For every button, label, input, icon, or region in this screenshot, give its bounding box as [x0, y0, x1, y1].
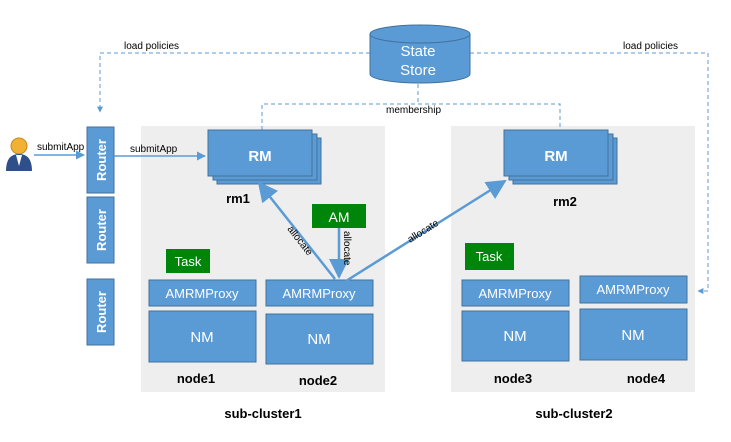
router-3[interactable]: Router	[86, 278, 115, 346]
rm2-box[interactable]: RM	[503, 129, 618, 185]
allocate-rm2-label: allocate	[406, 218, 441, 246]
rm1-box[interactable]: RM	[207, 129, 322, 185]
nm-node4-label: NM	[621, 327, 644, 344]
amrmproxy-node4-label: AMRMProxy	[597, 282, 670, 297]
task-node3-label: Task	[476, 249, 503, 264]
node2-label: node2	[299, 373, 337, 388]
nm-node1-label: NM	[190, 329, 213, 346]
nm-node3[interactable]: NM	[461, 310, 570, 362]
amrmproxy-node3[interactable]: AMRMProxy	[461, 279, 570, 307]
sub-cluster2-label: sub-cluster2	[535, 406, 612, 421]
rm1-label: RM	[248, 148, 271, 165]
load-policies-left-line	[97, 52, 370, 113]
state-store-label-line2: Store	[400, 62, 436, 79]
am-box[interactable]: AM	[312, 204, 366, 228]
am-label: AM	[329, 209, 350, 225]
rm2-label: RM	[544, 148, 567, 165]
task-node3[interactable]: Task	[465, 243, 514, 270]
state-store-label-line1: State	[400, 43, 435, 60]
amrmproxy-node1-label: AMRMProxy	[166, 286, 239, 301]
user-icon	[6, 137, 32, 171]
membership-line	[261, 84, 561, 130]
load-policies-right-line	[470, 52, 709, 294]
sub-cluster1-label: sub-cluster1	[224, 406, 301, 421]
router-3-label: Router	[94, 291, 109, 333]
router-2-label: Router	[94, 209, 109, 251]
nm-node2-label: NM	[307, 331, 330, 348]
amrmproxy-node1[interactable]: AMRMProxy	[148, 279, 257, 307]
node3-label: node3	[494, 371, 532, 386]
rm2-name: rm2	[553, 194, 577, 209]
load-policies-right-label: load policies	[623, 41, 678, 52]
router-2[interactable]: Router	[86, 196, 115, 264]
nm-node1[interactable]: NM	[148, 310, 257, 363]
node4-label: node4	[627, 371, 666, 386]
node1-label: node1	[177, 371, 215, 386]
router-1[interactable]: Router	[86, 126, 115, 194]
allocate-to-rm2-arrow	[345, 179, 507, 283]
allocate-to-rm1-arrow	[257, 181, 336, 280]
load-policies-left-label: load policies	[124, 41, 179, 52]
amrmproxy-node2[interactable]: AMRMProxy	[265, 279, 374, 307]
nm-node2[interactable]: NM	[265, 313, 374, 365]
amrmproxy-node3-label: AMRMProxy	[479, 286, 552, 301]
task-node1[interactable]: Task	[166, 249, 210, 273]
nm-node4[interactable]: NM	[579, 308, 688, 361]
rm1-name: rm1	[226, 191, 250, 206]
router-1-label: Router	[94, 139, 109, 181]
membership-label: membership	[386, 105, 441, 116]
state-store-cylinder: State Store	[369, 24, 471, 84]
amrmproxy-node4[interactable]: AMRMProxy	[579, 275, 688, 304]
task-node1-label: Task	[175, 254, 202, 269]
nm-node3-label: NM	[503, 328, 526, 345]
submitapp-router-label: submitApp	[130, 144, 178, 155]
submitapp-user-label: submitApp	[37, 142, 85, 153]
amrmproxy-node2-label: AMRMProxy	[283, 286, 356, 301]
allocate-am-label: allocate	[341, 231, 352, 266]
